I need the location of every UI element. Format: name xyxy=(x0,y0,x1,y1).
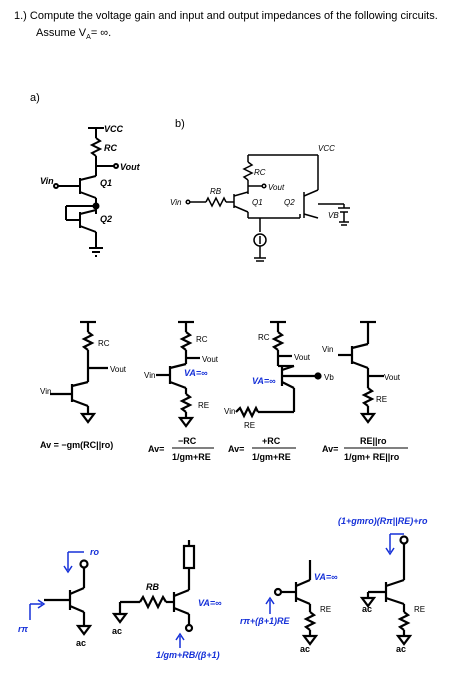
re-label: RE xyxy=(414,605,425,614)
vin-label: Vin xyxy=(40,176,54,186)
gain-numerator: +RC xyxy=(262,436,281,446)
rc-label: RC xyxy=(258,333,270,342)
gain-lhs: Av= xyxy=(322,444,338,454)
vin-label: Vin xyxy=(322,345,333,354)
ac-label: ac xyxy=(76,638,86,648)
vin-label: Vin xyxy=(224,407,235,416)
part-a-label: a) xyxy=(30,92,40,104)
rc-label: RC xyxy=(104,143,117,153)
subcircuit-1: RC Vout Vin Av = −gm(RC||ro) xyxy=(40,320,127,450)
rc-label: RC xyxy=(196,335,208,344)
vin-label: Vin xyxy=(144,371,155,380)
subcircuit-4: Vin Vout RE Av= RE||ro 1/gm+ RE||ro xyxy=(322,320,408,462)
vb-label: Vb xyxy=(324,373,334,382)
vin-label: Vin xyxy=(40,387,51,396)
va-label: VA=∞ xyxy=(184,368,208,378)
gain-numerator: −RC xyxy=(178,436,197,446)
va-label: VA=∞ xyxy=(198,598,222,608)
vout-label: Vout xyxy=(110,365,127,374)
ac-label: ac xyxy=(112,626,122,636)
rc-label: RC xyxy=(98,339,110,348)
rin-formula: rπ+(β+1)RE xyxy=(240,616,291,626)
vout-label: Vout xyxy=(202,355,219,364)
rc-b-label: RC xyxy=(254,168,266,177)
ro-label: ro xyxy=(90,547,100,557)
gain-numerator: RE||ro xyxy=(360,436,387,446)
re-label: RE xyxy=(320,605,331,614)
re-label: RE xyxy=(244,421,255,430)
vout-label: Vout xyxy=(120,162,141,172)
ac-label: ac xyxy=(300,644,310,654)
q1-b-label: Q1 xyxy=(252,198,263,207)
q2-label: Q2 xyxy=(100,214,112,224)
q1-label: Q1 xyxy=(100,178,112,188)
impedance-circuit-3: VA=∞ RE rπ+(β+1)RE ac xyxy=(240,560,338,654)
circuit-a: VCC RC Vout Vin Q1 Q2 xyxy=(40,124,141,257)
gain-denominator: 1/gm+RE xyxy=(252,452,291,462)
vout-b-label: Vout xyxy=(268,183,285,192)
gain-lhs: Av= xyxy=(148,444,164,454)
subcircuit-2: RC Vout Vin VA=∞ RE Av= −RC 1/gm+RE xyxy=(144,320,219,462)
rb-b-label: RB xyxy=(210,187,222,196)
subcircuit-3: RC Vout VA=∞ Vb Vin RE Av= +RC 1/gm+RE xyxy=(224,320,334,462)
impedance-circuit-1: ro rπ ac xyxy=(18,547,100,648)
rb-label: RB xyxy=(146,582,159,592)
part-b-label: b) xyxy=(175,118,185,130)
ac-label-2: ac xyxy=(396,644,406,654)
circuit-b: VCC RC Vout RB Vin Q1 Q2 VB xyxy=(170,144,350,262)
gain-lhs: Av= xyxy=(228,444,244,454)
vb-b-label: VB xyxy=(328,211,339,220)
question-text: 1.) Compute the voltage gain and input a… xyxy=(14,10,438,22)
vout-label: Vout xyxy=(294,353,311,362)
assumption-text: Assume VA= ∞. xyxy=(36,27,112,42)
gain-formula: Av = −gm(RC||ro) xyxy=(40,440,113,450)
impedance-circuit-2: RB VA=∞ ac 1/gm+RB/(β+1) xyxy=(111,540,222,660)
re-label: RE xyxy=(198,401,209,410)
vcc-label: VCC xyxy=(104,124,124,134)
gain-denominator: 1/gm+RE xyxy=(172,452,211,462)
vout-label: Vout xyxy=(384,373,401,382)
re-label: RE xyxy=(376,395,387,404)
q2-b-label: Q2 xyxy=(284,198,295,207)
va-label: VA=∞ xyxy=(252,376,276,386)
gain-denominator: 1/gm+ RE||ro xyxy=(344,452,400,462)
impedance-circuit-4: (1+gmro)(Rπ||RE)+ro ac RE ac xyxy=(338,516,428,654)
rout-formula: (1+gmro)(Rπ||RE)+ro xyxy=(338,516,428,526)
ac-label-1: ac xyxy=(362,604,372,614)
vcc-b-label: VCC xyxy=(318,144,335,153)
va-label: VA=∞ xyxy=(314,572,338,582)
vin-b-label: Vin xyxy=(170,198,182,207)
rin-formula: 1/gm+RB/(β+1) xyxy=(156,650,220,660)
rpi-label: rπ xyxy=(18,624,29,634)
